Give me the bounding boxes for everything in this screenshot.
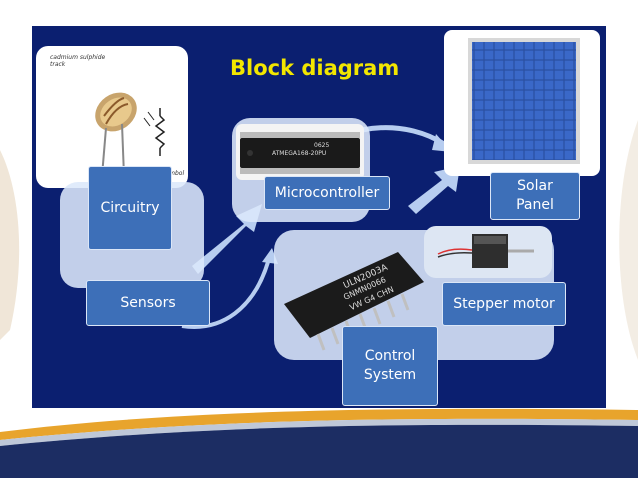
bottom-gold-stripe <box>0 408 638 440</box>
bottom-gray-stripe <box>0 418 638 446</box>
control-system-label: Control System <box>363 348 417 383</box>
ldr-caption: cadmium sulphide track <box>50 54 106 68</box>
driver-ic-image <box>284 252 424 351</box>
sensors-label: Sensors <box>120 294 176 311</box>
right-swirl-decoration <box>619 120 638 360</box>
solar-panel-block: Solar Panel <box>490 172 580 220</box>
circuitry-label: Circuitry <box>100 199 160 216</box>
arrow-to-solar-panel <box>408 166 460 214</box>
solar-panel-photo <box>444 30 600 176</box>
microcontroller-block: Microcontroller <box>264 176 390 210</box>
solar-panel-image <box>468 38 580 164</box>
sensors-block: Sensors <box>86 280 210 326</box>
control-system-block: Control System <box>342 326 438 406</box>
stepper-motor-block: Stepper motor <box>442 282 566 326</box>
chip-image <box>240 132 360 174</box>
arrow-sensors-to-microcontroller <box>192 204 262 274</box>
mcu-label-1: 0625 <box>314 142 330 149</box>
slide-panel: Block diagram cadmium sulphide track cir… <box>32 26 606 408</box>
stepper-motor-label: Stepper motor <box>453 295 555 312</box>
ldr-photo: cadmium sulphide track circuit symbol <box>36 46 188 188</box>
bottom-navy-band <box>0 424 638 478</box>
arrow-sensors-to-control <box>181 261 270 329</box>
ldr-image <box>95 92 166 177</box>
stepper-image <box>437 234 534 268</box>
mcu-label-2: ATMEGA168-20PU <box>272 150 327 157</box>
microcontroller-label: Microcontroller <box>274 184 380 201</box>
diagram-title: Block diagram <box>230 56 400 80</box>
circuitry-block: Circuitry <box>88 166 172 250</box>
stepper-motor-photo <box>424 226 552 278</box>
left-swirl-decoration <box>0 150 20 340</box>
solar-panel-label: Solar Panel <box>516 178 554 213</box>
driver-ic-photo: ULN2003A GNMN0066 VW G4 CHN <box>278 234 428 354</box>
microcontroller-photo: 0625 ATMEGA168-20PU <box>236 124 364 180</box>
